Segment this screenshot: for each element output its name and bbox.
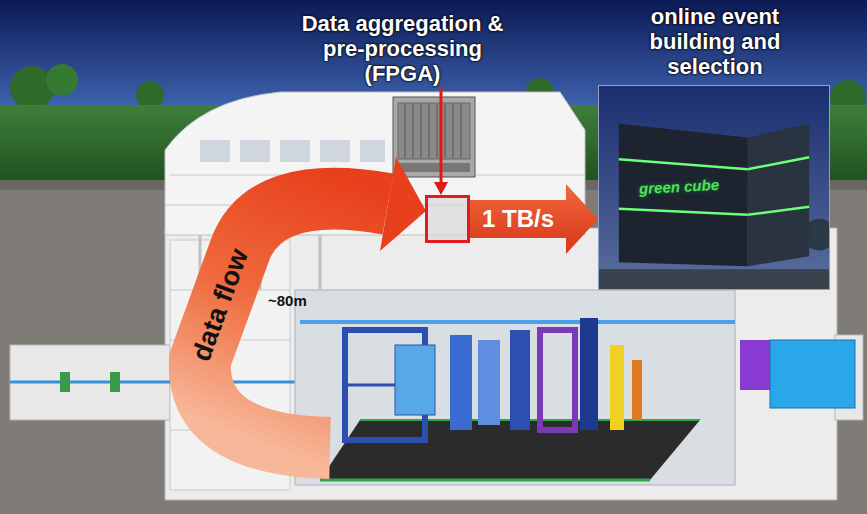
fpga-crate-part [421, 104, 422, 158]
green-cube-panel: online event building and selectiongreen… [598, 85, 830, 290]
experiment-hall [295, 290, 735, 485]
detector-part [395, 345, 435, 415]
fpga-crate [393, 97, 475, 177]
fpga-crate-part [398, 163, 470, 172]
beam-dump-part [770, 340, 855, 408]
detector-part [580, 318, 598, 430]
heading: online event building and selection [635, 4, 795, 79]
fpga-crate-part [461, 104, 462, 158]
experiment-hall-part [300, 320, 735, 324]
detector-part [478, 340, 500, 425]
trees-part [46, 64, 78, 96]
data-rate-arrow [470, 184, 598, 254]
underground-shell-part [110, 372, 120, 392]
distance-label: ~80m [268, 292, 307, 310]
beam-dump [740, 340, 855, 408]
pointer-arrow-part [434, 182, 448, 195]
fpga-crate-part [393, 97, 475, 177]
detector-part [510, 330, 530, 430]
glow-line [619, 159, 748, 169]
trees-part [136, 81, 164, 109]
glow-line [619, 209, 748, 215]
heading: Data aggregation & pre-processing (FPGA) [290, 11, 515, 86]
cube-side [748, 124, 809, 267]
experiment-hall-part [295, 290, 735, 485]
fpga-crate-part [445, 104, 446, 158]
fpga-crate-part [429, 104, 430, 158]
beam-dump-part [740, 340, 770, 390]
underground-shell-part [10, 381, 300, 384]
surface-building-part [200, 140, 230, 162]
fpga-crate-part [437, 104, 438, 158]
data-rate-label: 1 TB/s [482, 205, 554, 233]
surface-building-part [280, 140, 310, 162]
fpga-crate-part [413, 104, 414, 158]
night-sky [599, 86, 829, 289]
surface-building-part [240, 140, 270, 162]
fpga-box: Data aggregation & pre-processing (FPGA) [425, 195, 470, 243]
surface-building-part [319, 235, 322, 290]
trees-part [10, 66, 54, 110]
detector-part [632, 360, 642, 420]
underground-shell-part [60, 372, 70, 392]
fpga-crate-part [453, 104, 454, 158]
detector-part [540, 330, 575, 430]
detector [345, 318, 642, 440]
detector-part [450, 335, 472, 430]
fpga-crate-part [405, 104, 406, 158]
fpga-crate-part [398, 103, 470, 159]
glow-line [748, 157, 809, 169]
ground [599, 269, 829, 289]
data-flow-arrow-part [380, 157, 426, 251]
pointer-arrow [434, 88, 448, 195]
surface-building-part [320, 140, 350, 162]
cube-front [619, 124, 748, 267]
surface-building-part [360, 140, 385, 162]
detector-part [610, 345, 624, 430]
glow-line [748, 207, 809, 215]
pointer-arrow-part [440, 88, 443, 184]
experiment-hall-part [320, 479, 650, 482]
